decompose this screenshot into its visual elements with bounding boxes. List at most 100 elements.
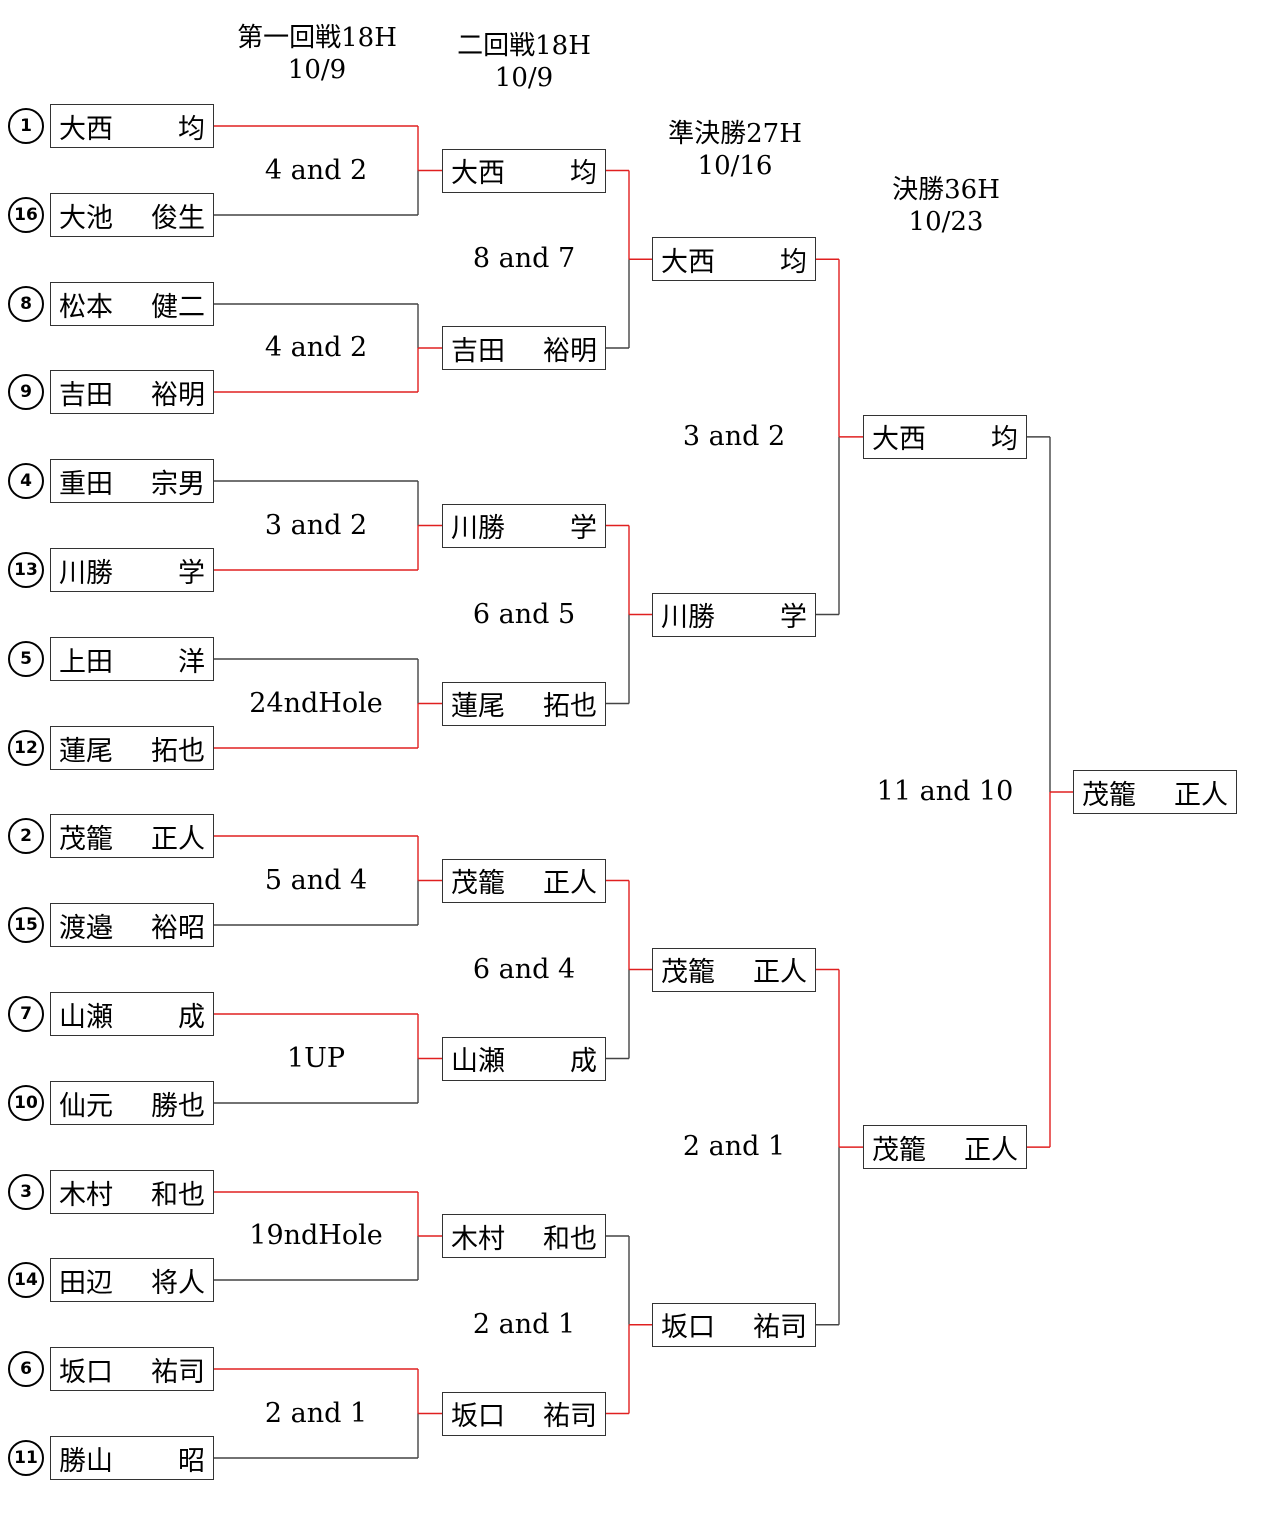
seed-number: 15: [8, 907, 44, 943]
player-family-name: 大西: [872, 424, 926, 456]
match-score: 3 and 2: [682, 420, 786, 452]
player-given-name: 均: [570, 158, 597, 189]
player-given-name: 成: [178, 1001, 205, 1033]
seed-number: 9: [8, 374, 44, 410]
player-given-name: 洋: [178, 646, 205, 678]
player-given-name: 宗男: [151, 468, 205, 500]
player-family-name: 坂口: [451, 1401, 505, 1432]
match-score: 6 and 4: [472, 953, 576, 985]
player-given-name: 正人: [964, 1134, 1018, 1166]
player-family-name: 川勝: [59, 557, 113, 589]
player-box-round1: 上田洋: [50, 637, 214, 681]
match-score: 4 and 2: [264, 332, 368, 363]
player-family-name: 大西: [451, 158, 505, 189]
player-box-semifinal: 坂口 祐司: [652, 1302, 816, 1347]
player-given-name: 和也: [543, 1223, 597, 1255]
seed-number: 13: [8, 552, 44, 588]
round-title: 決勝36H: [892, 175, 1000, 205]
champion-box: 茂籠正人: [1073, 770, 1237, 814]
player-family-name: 蓮尾: [451, 691, 505, 722]
player-family-name: 山瀬: [59, 1001, 113, 1033]
seed-number: 7: [8, 996, 44, 1032]
player-family-name: 田辺: [59, 1267, 113, 1299]
seed-number: 4: [8, 463, 44, 499]
player-given-name: 健二: [151, 291, 205, 323]
player-box-round2: 茂籠 正人: [442, 858, 606, 903]
player-family-name: 茂籠: [1082, 779, 1136, 811]
player-box-round1: 松本健二: [50, 282, 214, 326]
player-given-name: 祐司: [753, 1312, 807, 1344]
player-family-name: 坂口: [661, 1312, 715, 1344]
player-family-name: 木村: [451, 1223, 505, 1255]
seed-number: 3: [8, 1174, 44, 1210]
player-box-round1: 田辺 将人: [50, 1258, 214, 1302]
player-given-name: 俊生: [151, 202, 205, 234]
player-box-round2: 蓮尾拓也: [442, 681, 606, 726]
seed-number: 2: [8, 818, 44, 854]
match-score: 8 and 7: [472, 243, 576, 275]
player-family-name: 山瀬: [451, 1046, 505, 1077]
player-given-name: 拓也: [151, 735, 205, 767]
player-given-name: 成: [570, 1046, 597, 1077]
seed-number: 16: [8, 197, 44, 233]
player-family-name: 重田: [59, 468, 113, 500]
player-family-name: 坂口: [59, 1356, 113, 1388]
player-given-name: 和也: [151, 1179, 205, 1211]
player-family-name: 大池: [59, 202, 113, 234]
player-box-round1: 仙元 勝也: [50, 1081, 214, 1125]
player-box-round2: 川勝 学: [442, 503, 606, 548]
match-score: 1UP: [286, 1042, 346, 1074]
player-box-round1: 山瀬 成: [50, 992, 214, 1036]
player-family-name: 吉田: [451, 335, 505, 367]
player-family-name: 蓮尾: [59, 735, 113, 767]
round-date: 10/9: [287, 55, 347, 85]
player-box-semifinal: 川勝学: [652, 592, 816, 637]
seed-number: 5: [8, 641, 44, 677]
round-title: 二回戦18H: [457, 31, 591, 61]
player-box-round1: 茂籠正人: [50, 814, 214, 858]
round-title: 第一回戦18H: [237, 23, 397, 53]
seed-number: 6: [8, 1351, 44, 1387]
player-given-name: 昭: [178, 1445, 205, 1477]
match-score: 4 and 2: [264, 154, 368, 186]
player-box-round1: 川勝学: [50, 548, 214, 592]
player-box-round1: 大池 俊生: [50, 193, 214, 237]
match-score: 2 and 1: [472, 1308, 576, 1340]
round-title: 準決勝27H: [668, 119, 802, 149]
player-box-round1: 渡邉裕昭: [50, 903, 214, 947]
player-given-name: 均: [178, 113, 205, 145]
player-family-name: 仙元: [59, 1090, 113, 1122]
seed-number: 11: [8, 1440, 44, 1476]
match-score: 19ndHole: [249, 1220, 383, 1251]
player-box-round2: 山瀬 成: [442, 1036, 606, 1081]
player-family-name: 木村: [59, 1179, 113, 1211]
match-score: 3 and 2: [264, 509, 368, 541]
round-date: 10/9: [494, 63, 554, 93]
player-family-name: 大西: [661, 246, 715, 278]
player-box-semifinal: 大西均: [652, 237, 816, 282]
player-box-round1: 坂口 祐司: [50, 1347, 214, 1391]
player-box-semifinal: 茂籠正人: [652, 947, 816, 992]
player-box-round2: 坂口祐司: [442, 1391, 606, 1436]
player-given-name: 将人: [151, 1267, 205, 1299]
player-box-round2: 吉田裕明: [442, 326, 606, 370]
round-date: 10/16: [697, 151, 773, 181]
player-box-final: 大西 均: [863, 414, 1027, 459]
player-given-name: 学: [570, 513, 597, 544]
player-given-name: 勝也: [151, 1090, 205, 1122]
player-given-name: 正人: [543, 868, 597, 899]
round-date: 10/23: [908, 207, 984, 237]
player-family-name: 茂籠: [451, 868, 505, 899]
player-family-name: 川勝: [451, 513, 505, 544]
player-box-round2: 大西 均: [442, 148, 606, 193]
player-box-round1: 重田 宗男: [50, 459, 214, 503]
match-score: 2 and 1: [682, 1131, 786, 1163]
match-score: 6 and 5: [472, 598, 576, 630]
player-given-name: 均: [991, 424, 1018, 456]
player-box-round1: 蓮尾 拓也: [50, 726, 214, 770]
player-given-name: 祐司: [151, 1356, 205, 1388]
player-family-name: 川勝: [661, 602, 715, 633]
